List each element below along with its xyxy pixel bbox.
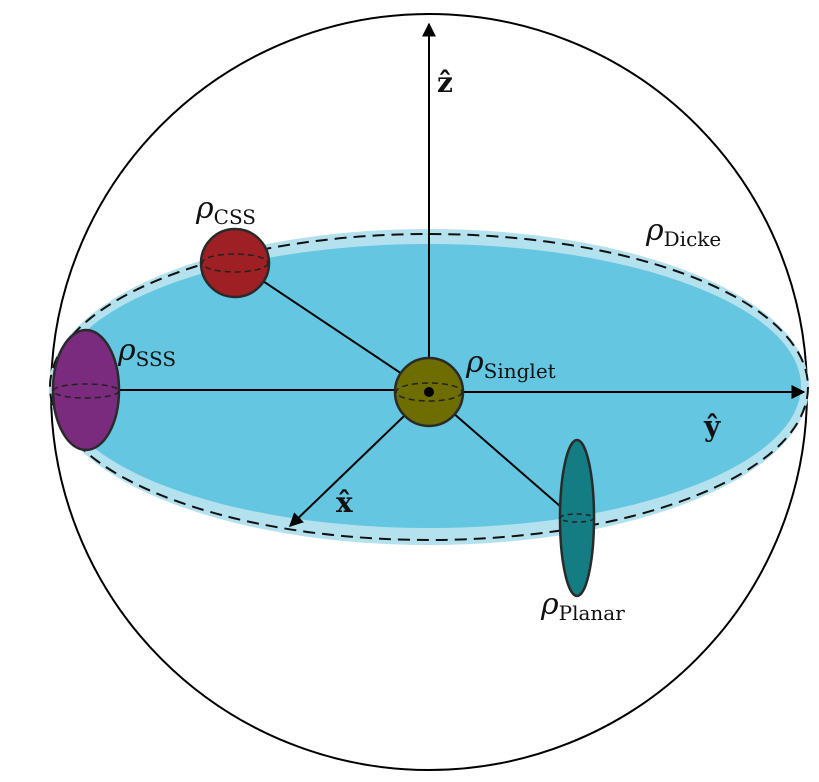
y-axis-label: ŷ xyxy=(703,410,721,443)
dicke-label: ρDicke xyxy=(645,213,721,251)
origin-dot xyxy=(424,387,434,397)
planar-state xyxy=(558,438,596,598)
z-axis-label: ẑ xyxy=(437,66,453,99)
x-axis-label: x̂ xyxy=(336,486,353,519)
css-equator xyxy=(201,253,269,273)
planar-equator xyxy=(559,513,595,523)
sss-state xyxy=(51,328,121,452)
planar-label: ρPlanar xyxy=(540,587,625,625)
singlet-equator xyxy=(395,382,463,402)
dicke-outline xyxy=(49,233,809,541)
sss-label: ρSSS xyxy=(117,333,176,371)
css-connector xyxy=(235,262,430,393)
css-label: ρCSS xyxy=(195,191,256,229)
css-state xyxy=(199,227,271,299)
singlet-label: ρSinglet xyxy=(465,345,556,383)
sss-equator xyxy=(52,383,120,399)
